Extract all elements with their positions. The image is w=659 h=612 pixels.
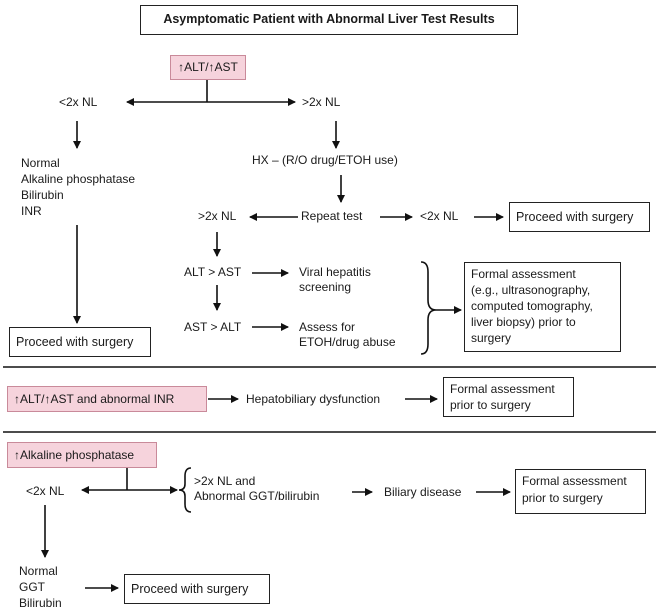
greater-than-2x-label: >2x NL bbox=[302, 95, 341, 109]
alk-greater-than-2x-ggt-label: >2x NL and Abnormal GGT/bilirubin bbox=[194, 474, 320, 503]
formal-assessment-box-3: Formal assessment prior to surgery bbox=[515, 469, 646, 514]
viral-hepatitis-screening-label: Viral hepatitis screening bbox=[299, 265, 371, 294]
formal-assessment-detailed-box: Formal assessment (e.g., ultrasonography… bbox=[464, 262, 621, 352]
alt-ast-elevated-box: ↑ALT/↑AST bbox=[170, 55, 246, 80]
assess-etoh-drug-abuse-label: Assess for ETOH/drug abuse bbox=[299, 320, 396, 349]
proceed-with-surgery-left: Proceed with surgery bbox=[9, 327, 151, 357]
alt-greater-than-ast-label: ALT > AST bbox=[184, 265, 242, 279]
repeat-test-label: Repeat test bbox=[301, 209, 363, 223]
alkaline-phosphatase-box: ↑Alkaline phosphatase bbox=[7, 442, 157, 468]
normal-ggt-bilirubin-list: Normal GGT Bilirubin bbox=[19, 564, 62, 610]
repeat-greater-than-2x-label: >2x NL bbox=[198, 209, 237, 223]
biliary-disease-label: Biliary disease bbox=[384, 485, 462, 499]
history-check-label: HX – (R/O drug/ETOH use) bbox=[252, 153, 398, 167]
chart-title: Asymptomatic Patient with Abnormal Liver… bbox=[140, 5, 518, 35]
normal-tests-list: Normal Alkaline phosphatase Bilirubin IN… bbox=[21, 156, 136, 218]
proceed-with-surgery-bottom: Proceed with surgery bbox=[124, 574, 270, 604]
ast-greater-than-alt-label: AST > ALT bbox=[184, 320, 242, 334]
alt-ast-abnormal-inr-box: ↑ALT/↑AST and abnormal INR bbox=[7, 386, 207, 412]
hepatobiliary-dysfunction-label: Hepatobiliary dysfunction bbox=[246, 392, 381, 406]
repeat-less-than-2x-label: <2x NL bbox=[420, 209, 459, 223]
less-than-2x-label: <2x NL bbox=[59, 95, 98, 109]
proceed-with-surgery-right: Proceed with surgery bbox=[509, 202, 650, 232]
formal-assessment-box-2: Formal assessment prior to surgery bbox=[443, 377, 574, 417]
alk-less-than-2x-label: <2x NL bbox=[26, 484, 65, 498]
